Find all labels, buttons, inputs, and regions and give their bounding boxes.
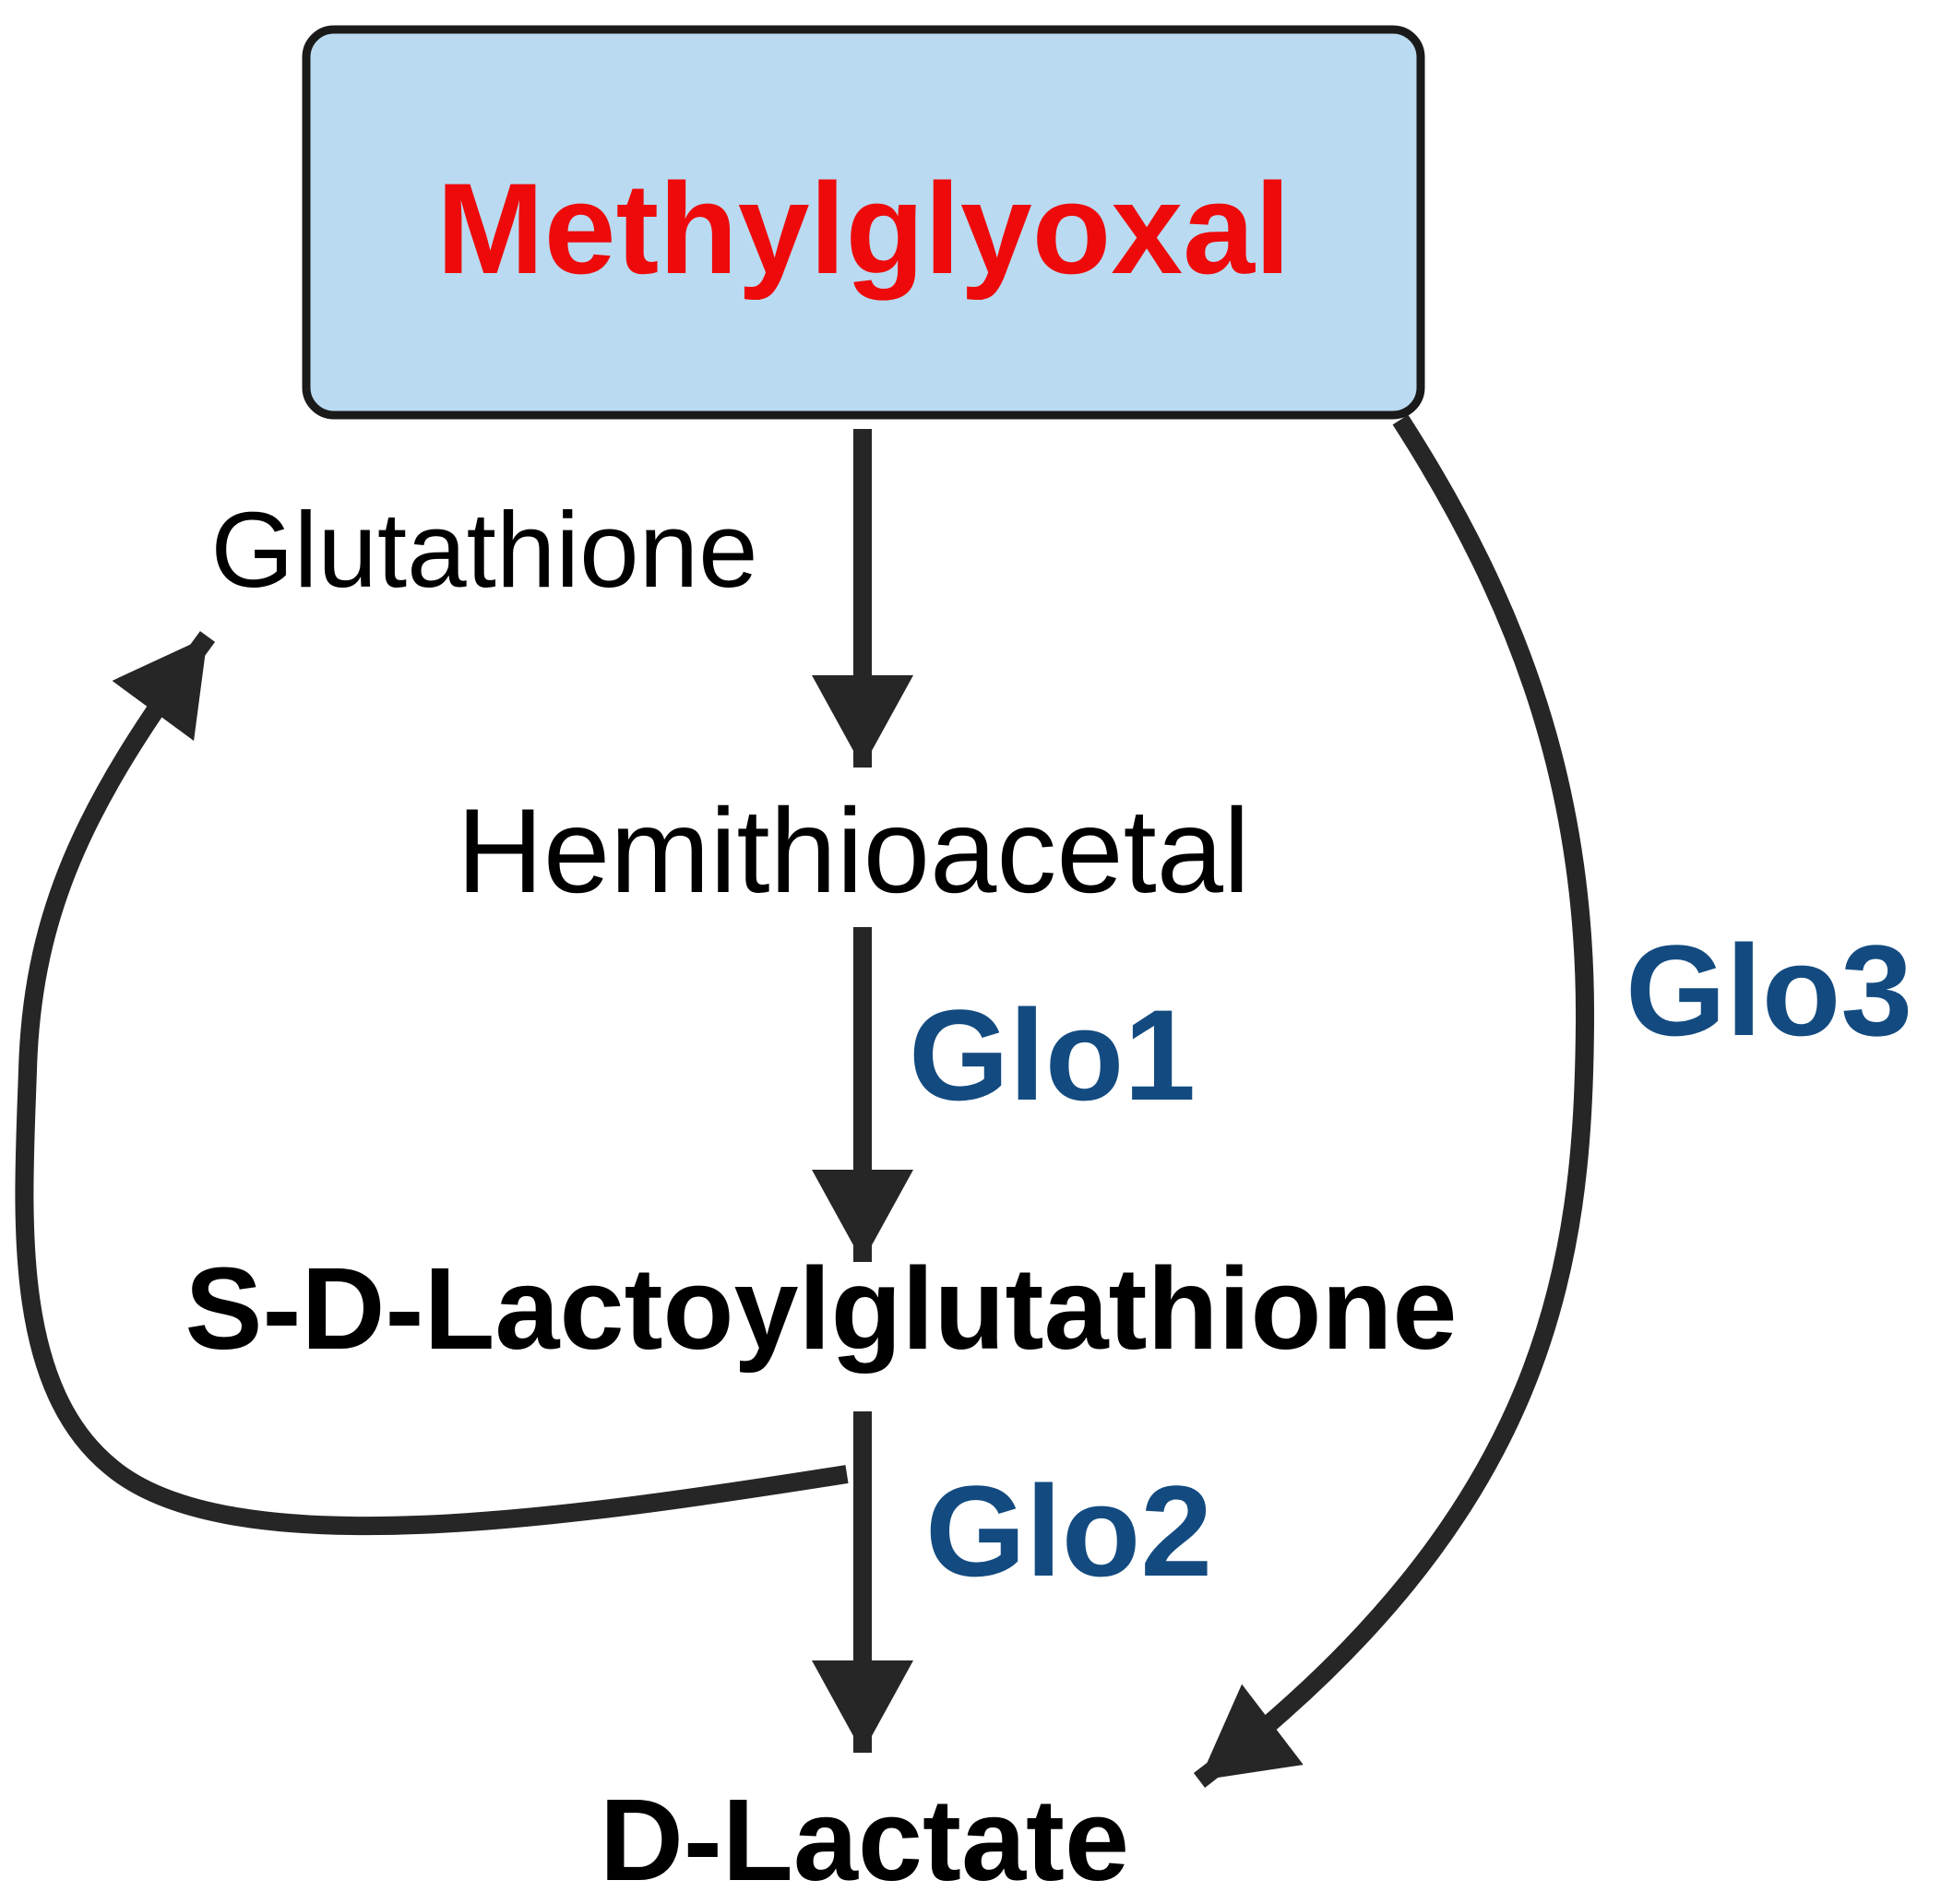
methylglyoxal-box <box>302 25 1425 420</box>
glo2-enzyme-label: Glo2 <box>925 1458 1212 1603</box>
arrow-glutathione-recycle <box>15 631 849 1536</box>
arrow-methylglyoxal-to-d-lactate-glo3 <box>1193 414 1595 1788</box>
d-lactate-label: D-Lactate <box>600 1775 1129 1904</box>
methylglyoxal-node: Methylglyoxal <box>302 25 1425 420</box>
glo1-enzyme-label: Glo1 <box>909 982 1196 1127</box>
hemithioacetal-label: Hemithioacetal <box>457 783 1250 918</box>
glo3-enzyme-label: Glo3 <box>1625 918 1912 1063</box>
lactoylglutathione-label: S-D-Lactoylglutathione <box>185 1244 1458 1374</box>
methylglyoxal-label: Methylglyoxal <box>436 156 1291 301</box>
glutathione-label: Glutathione <box>210 490 757 610</box>
